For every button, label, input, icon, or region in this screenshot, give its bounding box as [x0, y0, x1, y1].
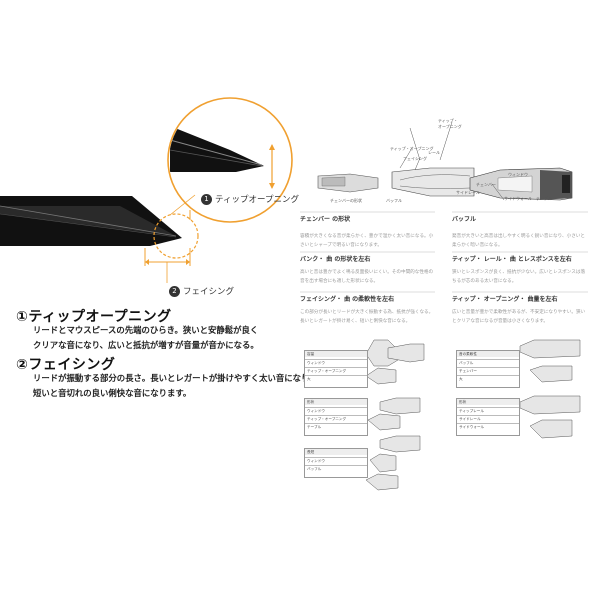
tip-focus-circle [153, 213, 199, 259]
term-desc-line: クリアな音になり、広いと抵抗が増すが音量が音かになる。 [33, 340, 259, 350]
section-body: 高いと音は豊かでよく鳴る反面扱いにくい。その中間的な性格の音を出す場合にも適した… [300, 270, 434, 284]
section-heading: ティップ・ オープニング・ 曲量を左右 [452, 296, 558, 303]
table-row: ティップレール [457, 407, 519, 414]
term-desc-facing: リードが振動する部分の長さ。長いとレガートが掛けやすく太い音になり、 短いと音切… [33, 371, 317, 401]
table-row: ウィンドウ [305, 359, 367, 366]
table-row: テーブル [305, 423, 367, 430]
diagram-label-window: ウィンドウ [508, 172, 528, 177]
diagram-label-baffle: バッフル [386, 198, 402, 203]
diagram-label-tip-opening: ティップ・オープニング [390, 146, 434, 151]
comparison-table-4: 形状 ティップレール サイドレール サイドウォール [456, 398, 520, 436]
comparison-table-2: 音の柔軟性 バッフル チェンバー 大 [456, 350, 520, 388]
mini-mouthpiece-2 [367, 397, 421, 453]
callout-facing-number: 2 [169, 286, 180, 297]
term-desc-tip-opening: リードとマウスピースの先端のひらき。狭いと安静鬆が良く クリアな音になり、広いと… [33, 323, 259, 353]
table-head: 音の柔軟性 [457, 351, 519, 357]
table-row: ウィンドウ [305, 407, 367, 414]
table-row: チェンバー [457, 367, 519, 374]
term-title-facing: ②フェイシング [16, 357, 116, 373]
diagram-label-tip-opening-2: ティップ・ オープニング [438, 118, 462, 129]
section-facing: フェイシング・ 曲 の柔軟性を左右 この部分が長いとリードが大きく振動する為、抵… [300, 294, 435, 326]
table-row: ティップ・オープニング [305, 367, 367, 374]
callout-tip-label: ティップオープニング [215, 195, 299, 205]
diagram-label-facing: フェイシング [403, 156, 427, 161]
section-bank: バンク・ 曲 の形状を左右 高いと音は豊かでよく鳴る反面扱いにくい。その中間的な… [300, 254, 435, 286]
mini-mouthpiece-3 [365, 453, 399, 491]
section-tip-rail: ティップ・ レール・ 曲 とレスポンスを左右 狭いとレスポンスが良く、抵抗が少な… [452, 254, 587, 286]
table-head: 容量 [305, 351, 367, 357]
section-heading: フェイシング・ 曲 の柔軟性を左右 [300, 296, 395, 303]
mini-mouthpiece-4 [519, 339, 581, 383]
mini-mouthpiece-1 [365, 339, 425, 385]
term-desc-line: リードが振動する部分の長さ。長いとレガートが掛けやすく太い音になり、 [33, 373, 318, 383]
section-heading: チェンバー の形状 [300, 216, 351, 223]
diagram-label-chamber: チェンバーの形状 [330, 198, 362, 203]
table-row: 大 [305, 375, 367, 382]
term-desc-line: 短いと音切れの良い俐快な音になります。 [33, 388, 192, 398]
comparison-table-5: 長短 ウィンドウ バッフル [304, 448, 368, 478]
section-heading: バンク・ 曲 の形状を左右 [300, 256, 371, 263]
section-heading: バッフル [452, 216, 477, 223]
table-row: バッフル [457, 359, 519, 366]
diagram-label-side-wall: サイドウォール [504, 196, 532, 201]
term-title-tip-opening: ①ティップオープニング [16, 309, 172, 325]
table-head: 形状 [305, 399, 367, 405]
table-row: 大 [457, 375, 519, 382]
table-head: 長短 [305, 449, 367, 455]
section-heading: ティップ・ レール・ 曲 とレスポンスを左右 [452, 256, 572, 263]
section-chamber: チェンバー の形状 容積が大きくなる音が柔らかく、豊かで温かく太い音になる。小さ… [300, 214, 435, 250]
table-row: ウィンドウ [305, 457, 367, 464]
diagram-label-table: テーブル [536, 196, 552, 201]
section-body: この部分が長いとリードが大きく振動する為、抵抗が強くなる。長いとレガートが掛け易… [300, 310, 434, 324]
section-body: 広いと音量が豊かで柔軟性があるが、不安定になりやすい。狭いとクリアな音になるが音… [452, 310, 586, 324]
diagram-label-rail: レール [428, 150, 440, 155]
section-body: 狭いとレスポンスが良く、抵抗が少ない。広いとレスポンスは落ちるが芯のある太い音に… [452, 270, 586, 284]
table-row: サイドウォール [457, 423, 519, 430]
diagram-label-side-rail: サイドレール [456, 190, 480, 195]
comparison-table-3: 形状 ウィンドウ ティップ・オープニング テーブル [304, 398, 368, 436]
callout-tip-number: 1 [201, 194, 212, 205]
section-baffle: バッフル 発音が大きいと高音は出しやすく明るく鋭い音になり、小さいと柔らかく暗い… [452, 214, 587, 250]
callout-facing-label: フェイシング [183, 287, 235, 297]
term-desc-line: リードとマウスピースの先端のひらき。狭いと安静鬆が良く [33, 325, 259, 335]
section-body: 容積が大きくなる音が柔らかく、豊かで温かく太い音になる。小さいとシャープで明るい… [300, 234, 434, 248]
comparison-table-1: 容量 ウィンドウ ティップ・オープニング 大 [304, 350, 368, 388]
table-row: サイドレール [457, 415, 519, 422]
section-tip-opening: ティップ・ オープニング・ 曲量を左右 広いと音量が豊かで柔軟性があるが、不安定… [452, 294, 587, 326]
mini-mouthpiece-5 [519, 395, 581, 439]
table-head: 形状 [457, 399, 519, 405]
table-row: バッフル [305, 465, 367, 472]
diagram-label-chamber-2: チェンバー [476, 182, 496, 187]
table-row: ティップ・オープニング [305, 415, 367, 422]
section-body: 発音が大きいと高音は出しやすく明るく鋭い音になり、小さいと柔らかく暗い音になる。 [452, 234, 585, 248]
